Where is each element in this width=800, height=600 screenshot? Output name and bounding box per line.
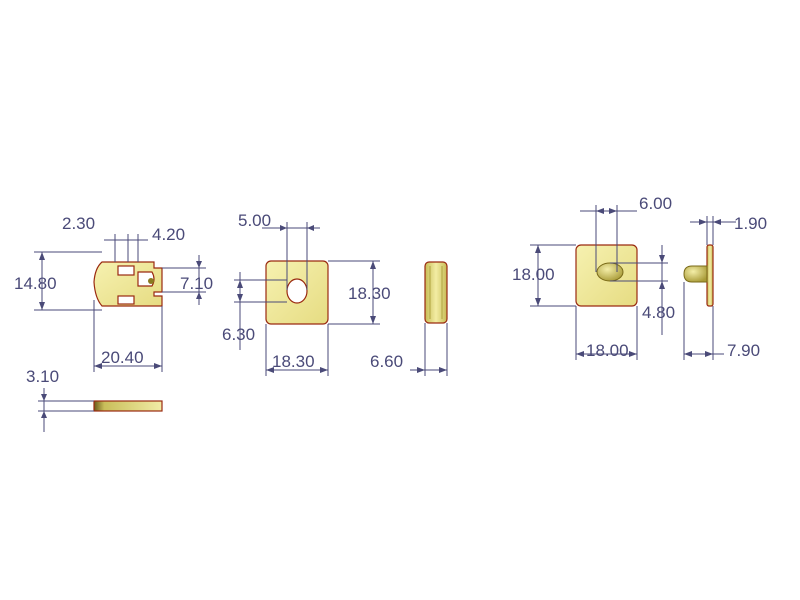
part1-front-view — [93, 261, 163, 307]
part1-pin-hole — [148, 278, 154, 284]
dim-label-4-20: 4.20 — [152, 225, 185, 244]
dim-label-1-90: 1.90 — [734, 214, 767, 233]
dim-label-6-60: 6.60 — [370, 352, 403, 371]
part1-side-view — [38, 388, 163, 432]
dim-label-7-10: 7.10 — [180, 274, 213, 293]
dim-label-6-00: 6.00 — [639, 194, 672, 213]
dim-label-2-30: 2.30 — [62, 214, 95, 233]
part2-hole — [286, 278, 308, 304]
part2-front-view — [265, 260, 329, 325]
part1-dimensions — [34, 234, 206, 372]
part2-side-view — [410, 261, 448, 376]
part2-dimensions — [234, 222, 380, 376]
part3-front-view — [575, 244, 638, 307]
part1-slot-top — [117, 265, 135, 276]
part3-side-view — [683, 216, 736, 360]
part1-slot-bottom — [117, 295, 135, 305]
dim-label-20-40: 20.40 — [101, 348, 144, 367]
part3-flange — [706, 244, 714, 307]
dim-label-18-00-vertical: 18.00 — [512, 265, 555, 284]
dim-label-7-90: 7.90 — [727, 341, 760, 360]
dim-label-14-80: 14.80 — [14, 274, 57, 293]
part2-side-body — [424, 261, 448, 324]
dim-label-18-00-horizontal: 18.00 — [586, 341, 629, 360]
dim-label-4-80: 4.80 — [642, 303, 675, 322]
dim-label-5-00: 5.00 — [238, 211, 271, 230]
dim-label-6-30: 6.30 — [222, 325, 255, 344]
part3-dimensions — [530, 205, 668, 360]
part1-side-bar — [93, 400, 163, 412]
dim-label-3-10: 3.10 — [26, 367, 59, 386]
part3-side-pin — [683, 265, 708, 283]
part3-pin — [596, 262, 624, 282]
dim-label-18-30-vertical: 18.30 — [348, 284, 391, 303]
dim-label-18-30-horizontal: 18.30 — [272, 352, 315, 371]
